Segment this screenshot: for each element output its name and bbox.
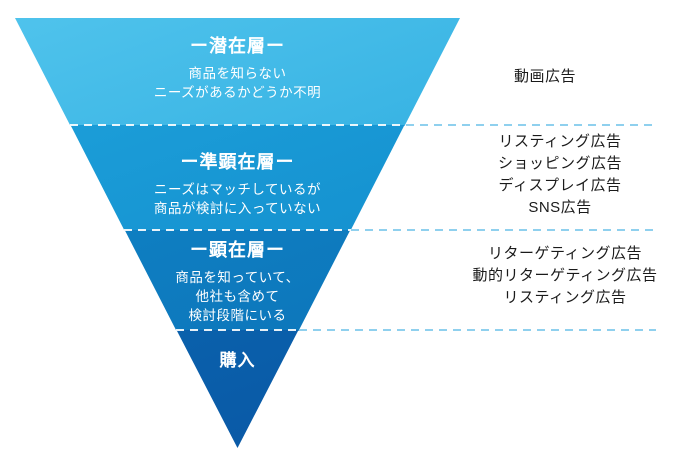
ads-list-semi-manifest: リスティング広告 ショッピング広告 ディスプレイ広告 SNS広告 xyxy=(440,131,680,219)
tier-title-purchase: 購入 xyxy=(219,351,256,370)
ad-type-label: SNS広告 xyxy=(528,199,592,216)
tier-desc-line: ニーズがあるかどうか不明 xyxy=(153,85,322,100)
tier-divider-3-inner xyxy=(176,329,299,331)
tier-divider-2-outer xyxy=(351,229,656,231)
tier-label-latent: ー潜在層ー 商品を知らない ニーズがあるかどうか不明 xyxy=(0,32,475,102)
tier-desc-line: 商品を知っていて、 xyxy=(175,270,300,285)
ad-type-label: ディスプレイ広告 xyxy=(498,177,622,194)
ads-list-manifest: リターゲティング広告 動的リターゲティング広告 リスティング広告 xyxy=(430,243,700,309)
funnel-tier-semi-manifest-shape xyxy=(70,125,405,231)
tier-divider-1-outer xyxy=(406,124,656,126)
tier-divider-1-inner xyxy=(70,124,406,126)
tier-desc-line: 商品が検討に入っていない xyxy=(153,201,322,216)
tier-title-semi-manifest: ー準顕在層ー xyxy=(180,152,295,172)
tier-title-latent: ー潜在層ー xyxy=(190,36,285,56)
tier-desc-line: 他社も含めて xyxy=(195,289,280,304)
tier-label-manifest: ー顕在層ー 商品を知っていて、 他社も含めて 検討段階にいる xyxy=(0,236,475,325)
tier-divider-3-outer xyxy=(299,329,656,331)
tier-title-manifest: ー顕在層ー xyxy=(190,240,285,260)
tier-desc-line: 商品を知らない xyxy=(188,66,287,81)
ad-type-label: リスティング広告 xyxy=(498,133,622,150)
funnel-shape xyxy=(15,18,460,448)
ad-type-label: リスティング広告 xyxy=(503,289,627,306)
ads-list-latent: 動画広告 xyxy=(440,66,650,88)
funnel-tier-latent-shape xyxy=(15,18,460,126)
tier-label-semi-manifest: ー準顕在層ー ニーズはマッチしているが 商品が検討に入っていない xyxy=(0,148,475,218)
tier-desc-line: 検討段階にいる xyxy=(188,308,287,323)
tier-desc-line: ニーズはマッチしているが xyxy=(154,182,321,197)
ad-type-label: 動的リターゲティング広告 xyxy=(472,267,658,284)
tier-divider-2-inner xyxy=(124,229,351,231)
ad-type-label: ショッピング広告 xyxy=(497,155,622,172)
ad-type-label: 動画広告 xyxy=(513,68,576,85)
tier-label-purchase: 購入 xyxy=(0,346,475,377)
ad-type-label: リターゲティング広告 xyxy=(487,245,643,262)
